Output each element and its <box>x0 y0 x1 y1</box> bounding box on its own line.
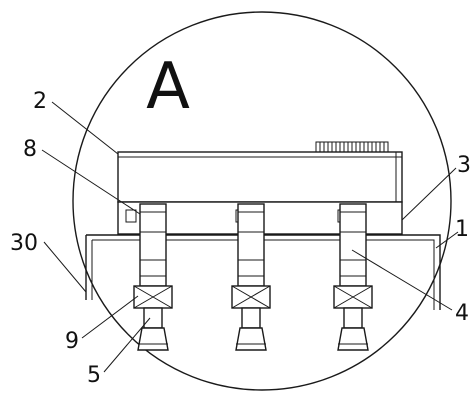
column-assembly-2 <box>231 203 271 351</box>
top-housing <box>117 141 403 203</box>
column-assembly-3 <box>333 203 373 351</box>
leader-lines <box>41 101 459 373</box>
callout-label-9: 9 <box>65 329 79 354</box>
callout-label-8: 8 <box>23 137 37 162</box>
detail-circle <box>72 11 452 391</box>
column-assembly-1 <box>125 203 173 351</box>
callout-label-4: 4 <box>455 301 469 326</box>
callout-label-2: 2 <box>33 89 47 114</box>
callout-label-3: 3 <box>457 153 471 178</box>
top-grille <box>315 141 389 153</box>
callout-label-1: 1 <box>455 217 469 242</box>
detail-letter-a: A <box>146 50 190 124</box>
callout-label-5: 5 <box>87 363 101 388</box>
outer-box <box>85 234 441 310</box>
callout-label-30: 30 <box>10 231 38 256</box>
